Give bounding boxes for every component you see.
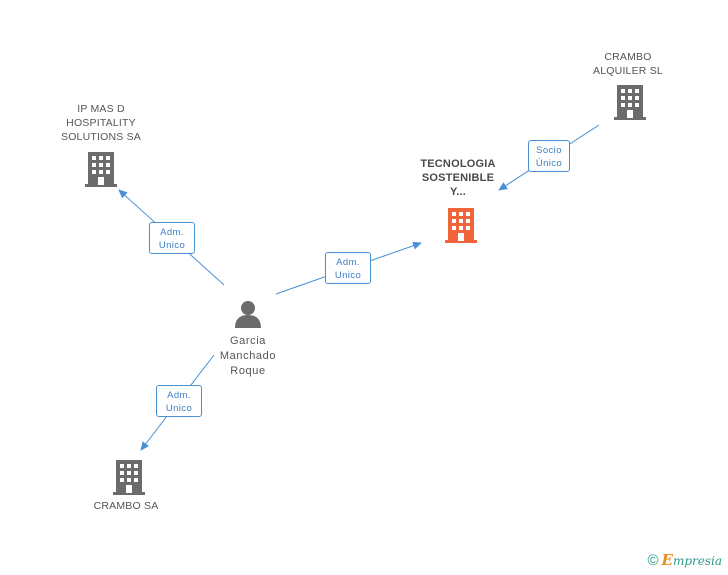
edge-label-line: Adm. xyxy=(167,390,191,401)
copyright-icon: © xyxy=(647,551,659,569)
edge-label-adm-unico[interactable]: Adm. Unico xyxy=(149,222,195,254)
node-label-line: Y... xyxy=(449,186,467,198)
building-icon-focus[interactable] xyxy=(445,208,477,243)
edge-label-line: Adm. xyxy=(336,257,360,268)
edge-label-adm-unico[interactable]: Adm. Unico xyxy=(325,252,371,284)
edge-label-line: Adm. xyxy=(160,227,184,238)
building-icon[interactable] xyxy=(614,85,646,120)
brand-logo[interactable]: Empresia xyxy=(662,551,723,569)
node-label-crambo-sa[interactable]: CRAMBO SA xyxy=(76,499,176,513)
node-label-tecnologia[interactable]: TECNOLOGIA SOSTENIBLE Y... xyxy=(405,157,511,199)
node-label-line: SOSTENIBLE xyxy=(421,172,495,184)
node-label-line: CRAMBO SA xyxy=(93,500,159,512)
edge-label-adm-unico[interactable]: Adm. Unico xyxy=(156,385,202,417)
edge-label-line: Socio xyxy=(536,145,562,156)
edge-label-socio-unico[interactable]: Socio Único xyxy=(528,140,570,172)
brand-initial: E xyxy=(661,551,673,569)
node-label-line: Manchado xyxy=(219,350,277,362)
edge-label-line: Unico xyxy=(165,403,193,414)
edge-label-line: Único xyxy=(535,158,563,169)
node-label-garcia[interactable]: Garcia Manchado Roque xyxy=(198,334,298,379)
node-label-line: IP MAS D xyxy=(77,103,125,115)
node-label-line: HOSPITALITY xyxy=(66,117,136,129)
person-icon[interactable] xyxy=(233,299,263,329)
node-label-line: Roque xyxy=(230,365,266,377)
node-label-line: CRAMBO xyxy=(604,51,652,63)
node-label-line: ALQUILER SL xyxy=(593,65,663,77)
node-label-line: TECNOLOGIA xyxy=(420,158,496,170)
building-icon[interactable] xyxy=(113,460,145,495)
brand-footer: © Empresia xyxy=(647,551,722,569)
building-icon[interactable] xyxy=(85,152,117,187)
node-label-ip-mas-d[interactable]: IP MAS D HOSPITALITY SOLUTIONS SA xyxy=(48,102,154,144)
node-label-line: Garcia xyxy=(230,335,266,347)
node-label-crambo-alquiler[interactable]: CRAMBO ALQUILER SL xyxy=(578,50,678,78)
edge-label-line: Unico xyxy=(334,270,362,281)
edge-label-line: Unico xyxy=(158,240,186,251)
node-label-line: SOLUTIONS SA xyxy=(60,131,141,143)
brand-name: mpresia xyxy=(672,554,722,568)
